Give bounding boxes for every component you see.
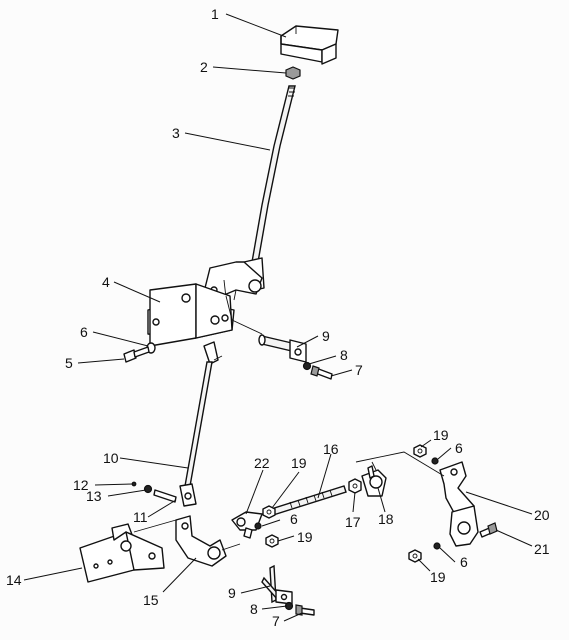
link-rod — [179, 341, 219, 507]
callout-17: 17 — [345, 514, 361, 530]
pedal-rod — [243, 85, 296, 293]
bolt-7-upper — [310, 365, 333, 380]
callout-4: 4 — [102, 274, 110, 290]
pivot-pin-lower — [261, 564, 293, 605]
lower-arm — [175, 515, 227, 567]
nut-17 — [348, 478, 362, 494]
callout-18: 18 — [378, 511, 394, 527]
callout-19-clevis: 19 — [297, 529, 313, 545]
nut-19-clevis — [265, 534, 279, 548]
callout-16: 16 — [323, 441, 339, 457]
pivot-pin-upper — [258, 334, 307, 363]
nut-19-upper-right — [413, 444, 427, 458]
callout-6-lower-right: 6 — [460, 554, 468, 570]
callout-19-lower-right: 19 — [430, 569, 446, 585]
callout-13: 13 — [86, 488, 102, 504]
callout-22: 22 — [254, 455, 270, 471]
bolt-11 — [153, 489, 177, 503]
callout-1: 1 — [211, 6, 219, 22]
nut-19-rod — [262, 505, 276, 519]
bolt-21 — [479, 522, 498, 538]
washer-6-lower-right — [433, 542, 441, 550]
washer-6-upper-right — [431, 457, 439, 465]
callout-9-lower: 9 — [228, 585, 236, 601]
bolt-7-lower — [295, 604, 315, 616]
callout-15: 15 — [143, 592, 159, 608]
callout-labels: 1 2 3 4 5 6 6 6 6 7 7 8 8 9 9 10 11 12 1… — [6, 6, 550, 629]
callout-8-upper: 8 — [340, 347, 348, 363]
lower-bracket — [79, 523, 165, 583]
callout-7-lower: 7 — [272, 613, 280, 629]
pedal-pad — [280, 25, 339, 65]
threaded-rod — [267, 485, 347, 517]
callout-12: 12 — [73, 477, 89, 493]
callout-20: 20 — [534, 507, 550, 523]
alignment-lines — [133, 295, 445, 551]
callout-3: 3 — [172, 125, 180, 141]
callout-6-left: 6 — [80, 324, 88, 340]
callout-11: 11 — [133, 509, 148, 525]
callout-14: 14 — [6, 572, 22, 588]
washer-13 — [143, 484, 153, 494]
callout-5: 5 — [65, 355, 73, 371]
pivot-bracket — [147, 283, 235, 347]
callout-21: 21 — [534, 541, 550, 557]
callout-19-rod: 19 — [291, 455, 307, 471]
callout-8-lower: 8 — [250, 601, 258, 617]
callout-6-upper-right: 6 — [455, 440, 463, 456]
washer-8-upper — [302, 361, 312, 371]
washer-6-clevis — [254, 522, 262, 530]
callout-9-upper: 9 — [322, 328, 330, 344]
leader-lines — [23, 13, 533, 622]
callout-7-upper: 7 — [355, 362, 363, 378]
callout-6-clevis: 6 — [290, 511, 298, 527]
bolt-5 — [123, 346, 150, 363]
callout-19-upper-right: 19 — [433, 427, 449, 443]
ball-joint-18 — [361, 465, 387, 497]
callout-10: 10 — [103, 450, 119, 466]
pedal-nut — [285, 66, 301, 80]
lever-arm-20 — [439, 461, 479, 547]
callout-2: 2 — [200, 59, 208, 75]
